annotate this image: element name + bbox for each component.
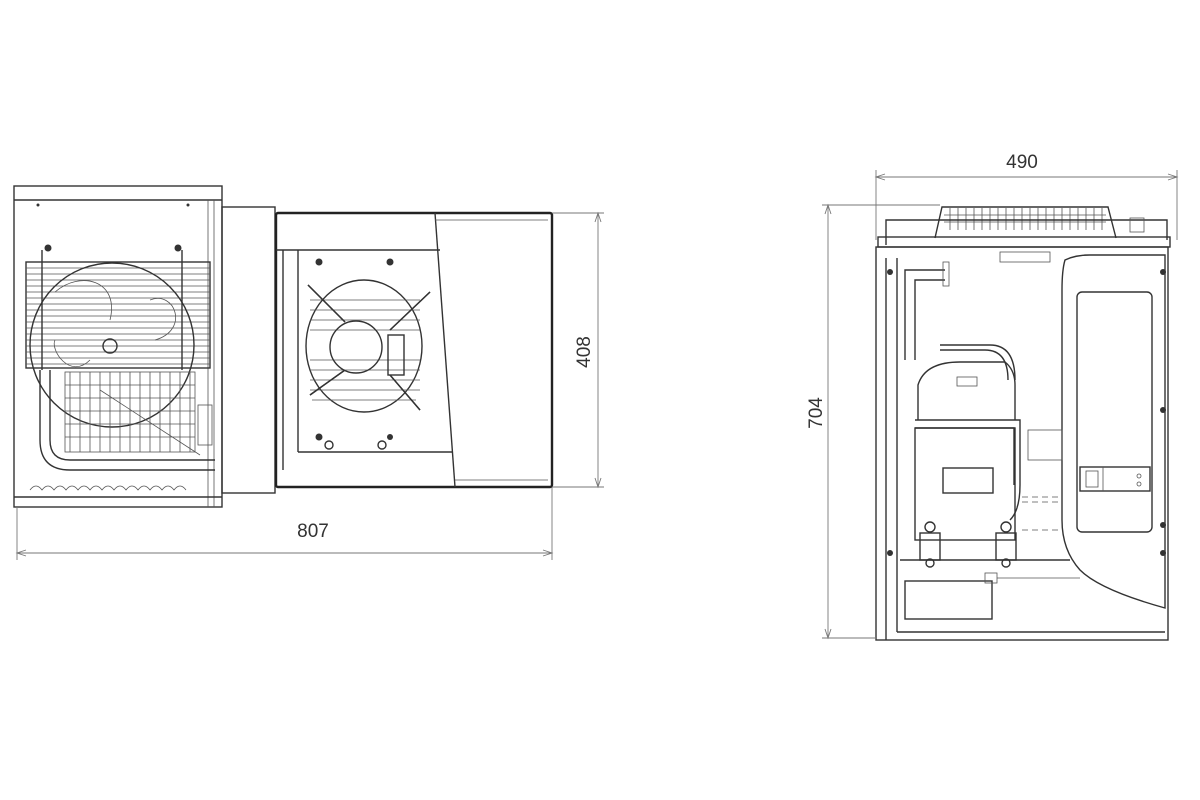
dimension-label-side-width: 490 (1006, 152, 1038, 173)
condenser-unit (13, 185, 223, 508)
dimension-label-width: 807 (297, 521, 329, 542)
front-view: 408 807 (13, 185, 604, 560)
evaporator-unit (274, 211, 554, 489)
height-dimension-408: 408 (552, 211, 604, 489)
condenser-fan-icon (29, 262, 195, 428)
condenser-coil (64, 371, 201, 456)
control-panel (1061, 254, 1166, 609)
top-fan-grille (934, 206, 1117, 239)
width-dimension-807: 807 (15, 487, 554, 560)
compressor (914, 361, 1063, 568)
dimension-label-height: 408 (574, 336, 595, 368)
controller-display (1079, 466, 1151, 492)
width-dimension-490: 490 (874, 152, 1179, 240)
wall-sleeve (221, 206, 276, 494)
condenser-grille (25, 261, 211, 369)
dimension-label-side-height: 704 (806, 397, 827, 429)
height-dimension-704: 704 (806, 203, 940, 640)
electrical-box (904, 580, 993, 620)
side-view: 490 704 (806, 152, 1179, 641)
pipework (904, 261, 1062, 531)
evaporator-fan-icon (305, 279, 431, 413)
